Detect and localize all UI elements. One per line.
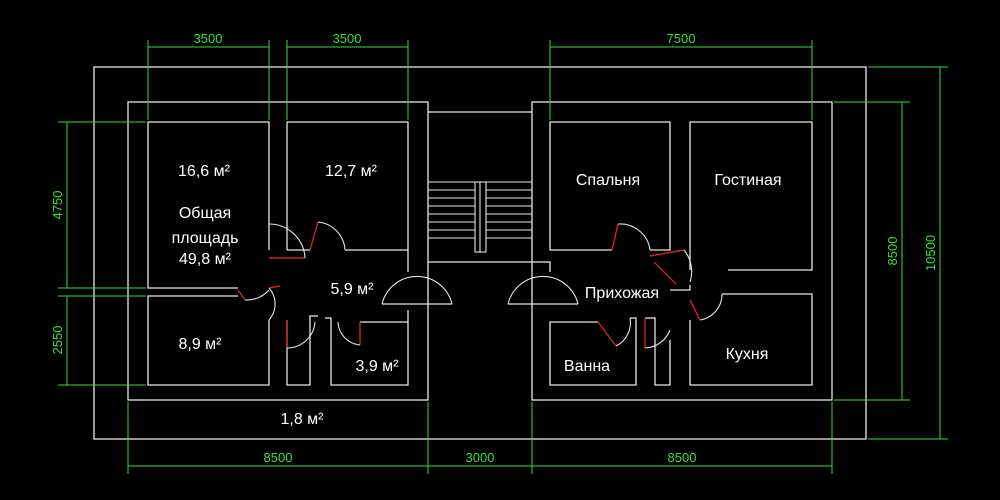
living-room-label: Гостиная [714,172,781,189]
room-8-9-label: 8,9 м² [178,336,222,353]
kitchen-wall [689,293,813,386]
dim-right-inner: 8500 [885,237,900,266]
total-area-value: 49,8 м² [179,251,232,268]
kitchen-partition [670,285,691,291]
kitchen-label: Кухня [726,346,769,363]
bath-3-9-label: 3,9 м² [355,358,399,375]
vanna-wall [549,317,637,386]
wc-wall [286,315,318,386]
vanna-label: Ванна [564,358,610,375]
room-16-6-label: 16,6 м² [178,163,231,180]
room-12-7-label: 12,7 м² [325,163,378,180]
wc-right-wall [645,317,671,386]
room-16-6-wall [147,121,270,289]
bedroom-wall [549,121,671,251]
hall-wall-left [532,261,551,272]
living-room-wall [689,121,813,271]
dimension-lines [58,40,948,474]
foundation-outline [93,66,867,440]
dimension-labels: 3500 3500 7500 4750 2550 8500 3000 8500 … [50,31,938,465]
bedroom-label: Спальня [576,172,640,189]
total-area-line1: Общая [179,205,231,222]
dim-bottom-mid: 3000 [466,450,495,465]
left-block-outer-wall [127,101,429,401]
dim-top-left-1: 3500 [194,31,223,46]
hall-label: Прихожая [585,285,659,302]
room-labels: 16,6 м² 12,7 м² Общая площадь 49,8 м² 5,… [172,163,782,428]
total-area-line2: площадь [172,230,239,247]
dim-bottom-left: 8500 [264,450,293,465]
dim-top-right: 7500 [667,31,696,46]
right-block [531,101,833,401]
dim-right-outer: 10500 [923,235,938,271]
dim-left-upper: 4750 [50,191,65,220]
left-block [127,101,429,401]
corridor-label: 5,9 м² [330,281,374,298]
right-block-outer-wall [531,101,833,401]
terrace-label: 1,8 м² [280,411,324,428]
room-8-9-wall [147,295,270,386]
dim-bottom-right: 8500 [668,450,697,465]
doors [237,221,723,349]
bath-3-9-wall [325,317,409,386]
room-12-7-wall [286,121,409,251]
dim-top-left-2: 3500 [333,31,362,46]
dim-left-lower: 2550 [50,326,65,355]
stairwell [428,111,532,263]
